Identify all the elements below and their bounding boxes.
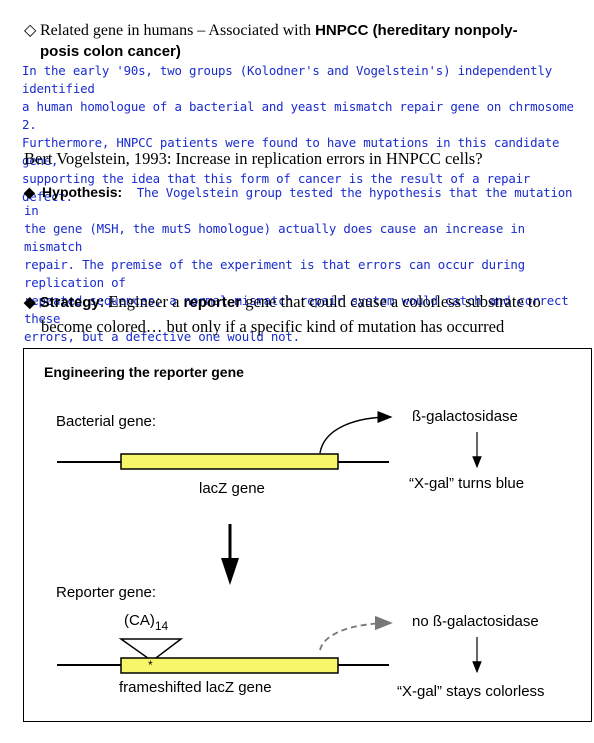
hypothesis-label: Hypothesis:: [42, 184, 123, 200]
hypothesis-line: The Vogelstein group tested the hypothes…: [24, 185, 573, 218]
strategy-line2: become colored… but only if a specific k…: [41, 317, 505, 336]
reporter-gene-label: Reporter gene:: [56, 584, 156, 601]
filled-diamond-bullet-icon: ◆: [24, 294, 36, 311]
hypothesis-line: repair. The premise of the experiment is…: [24, 257, 525, 290]
strategy-block: ◆ Strategy: Engineer a reporter gene tha…: [24, 290, 584, 339]
bert-vogelstein-line: Bert Vogelstein, 1993: Increase in repli…: [24, 149, 483, 168]
reporter-gene-diagram: Engineering the reporter gene Bacterial …: [23, 348, 592, 722]
insertion-star-icon: *: [148, 658, 153, 672]
xgal-blue-result: “X-gal” turns blue: [409, 475, 524, 492]
reporter-bold: reporter: [183, 294, 242, 311]
frameshifted-gene-label: frameshifted lacZ gene: [119, 679, 272, 696]
history-line: Furthermore, HNPCC patients were found t…: [22, 135, 560, 168]
history-line: supporting the idea that this form of ca…: [22, 171, 531, 204]
insertion-triangle: [118, 638, 184, 662]
xgal-colorless-result: “X-gal” stays colorless: [397, 683, 545, 700]
ca-repeat-label: (CA)14: [124, 612, 169, 633]
strategy-colon: : Engineer a: [99, 292, 184, 311]
history-paragraph: In the early '90s, two groups (Kolodner'…: [22, 62, 587, 206]
history-line: In the early '90s, two groups (Kolodner'…: [22, 63, 552, 96]
hypothesis-block: ◆ Hypothesis: The Vogelstein group teste…: [24, 183, 589, 346]
hypothesis-line: the gene (MSH, the mutS homologue) actua…: [24, 221, 525, 254]
blocked-expression-arrow: [319, 615, 393, 651]
lacz-gene-label: lacZ gene: [199, 480, 265, 497]
diagram-canvas: Engineering the reporter gene Bacterial …: [44, 364, 545, 700]
lacz-gene-box: [120, 453, 339, 470]
frameshifted-lacz-box: [120, 657, 339, 674]
hollow-diamond-bullet-icon: ◇: [24, 22, 37, 39]
history-line: a human homologue of a bacterial and yea…: [22, 99, 574, 132]
diagram-title: Engineering the reporter gene: [44, 364, 244, 380]
strategy-rest: gene that could cause a colorless substr…: [241, 292, 541, 311]
expression-arrow: [319, 411, 393, 454]
related-prefix: Related gene in humans – Associated with: [40, 22, 316, 39]
product-beta-gal: ß-galactosidase: [412, 408, 518, 425]
bacterial-gene-label: Bacterial gene:: [56, 413, 156, 430]
hypothesis-line: repeated sequences; a normal mismatch re…: [24, 293, 569, 326]
transform-arrow-head-icon: [221, 558, 239, 585]
hnpcc-bold: HNPCC (hereditary nonpoly-: [315, 22, 518, 39]
hnpcc-bold-cont: posis colon cancer): [40, 43, 181, 60]
related-gene-bullet-text: ◇Related gene in humans – Associated wit…: [24, 20, 584, 62]
no-beta-gal: no ß-galactosidase: [412, 613, 539, 630]
hypothesis-line: errors, but a defective one would not.: [24, 329, 300, 344]
filled-diamond-bullet-icon: ◆: [24, 184, 35, 200]
strategy-label: Strategy: [39, 294, 100, 311]
